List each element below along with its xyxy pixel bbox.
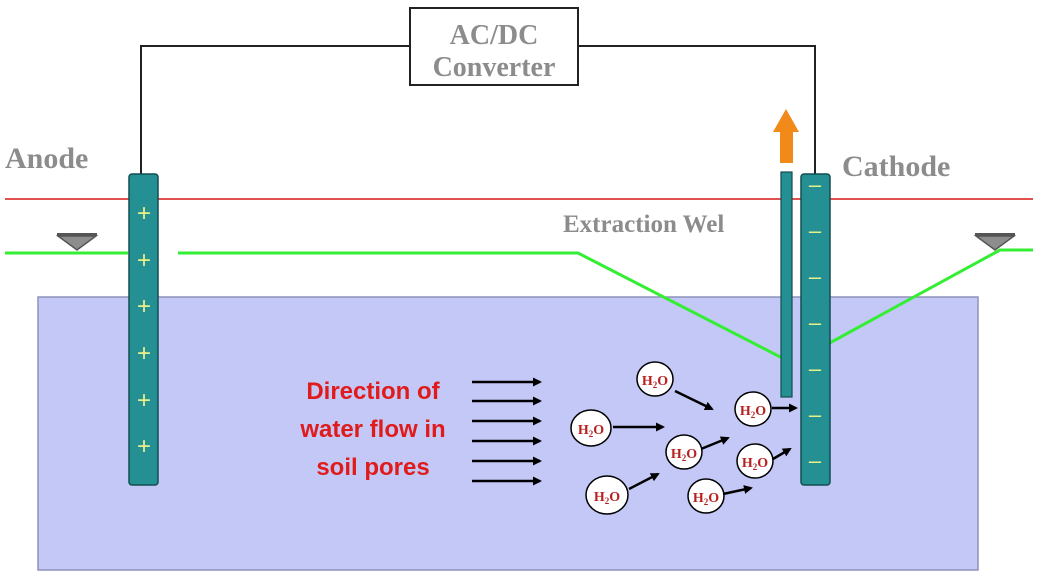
svg-text:H2O: H2O — [693, 491, 719, 507]
extraction-well — [780, 171, 793, 398]
cathode-label: Cathode — [842, 150, 950, 183]
svg-text:H2O: H2O — [740, 404, 766, 420]
water-molecule: H2O — [734, 391, 772, 427]
water-molecule: H2O — [570, 409, 612, 447]
circuit-wire — [578, 45, 816, 174]
anode-electrode — [128, 173, 159, 486]
cathode-electrode — [800, 173, 831, 486]
converter-label-line1: AC/DC — [450, 20, 539, 51]
svg-text:H2O: H2O — [578, 423, 604, 439]
molecule-arrow-icon — [700, 436, 730, 451]
flow-label-line2: water flow in — [299, 416, 445, 443]
cathode-minus-sign: – — [809, 310, 822, 335]
molecule-arrow-icon — [722, 485, 753, 496]
circuit-wire — [140, 45, 410, 174]
anode-plus-sign: + — [137, 340, 151, 367]
svg-text:H2O: H2O — [594, 490, 620, 506]
water-molecule: H2O — [665, 434, 703, 470]
ac-dc-converter-box — [409, 7, 579, 86]
cathode-minus-sign: – — [809, 402, 822, 427]
cathode-minus-sign: – — [809, 356, 822, 381]
cathode-minus-sign: – — [809, 172, 822, 197]
cathode-minus-sign: – — [809, 264, 822, 289]
svg-text:H2O: H2O — [742, 456, 768, 472]
svg-text:H2O: H2O — [671, 447, 697, 463]
flow-label-line1: Direction of — [306, 378, 440, 405]
water-table-marker-icon — [973, 233, 1017, 251]
anode-plus-sign: + — [137, 433, 151, 460]
converter-label-line2: Converter — [433, 52, 556, 83]
molecule-arrow-icon — [674, 389, 714, 411]
anode-plus-sign: + — [137, 247, 151, 274]
up-arrow-icon — [773, 109, 799, 163]
anode-plus-sign: + — [137, 293, 151, 320]
water-molecule: H2O — [636, 361, 674, 397]
anode-label: Anode — [5, 142, 88, 175]
water-molecule: H2O — [687, 478, 725, 514]
water-molecule: H2O — [585, 475, 629, 515]
water-table-drawdown — [178, 251, 791, 364]
extraction-well-label: Extraction Wel — [563, 211, 724, 238]
anode-plus-sign: + — [137, 200, 151, 227]
cathode-minus-sign: – — [809, 448, 822, 473]
cathode-minus-sign: – — [809, 218, 822, 243]
water-table-recovery — [825, 248, 1033, 347]
molecule-arrow-icon — [772, 447, 792, 461]
anode-plus-sign: + — [137, 387, 151, 414]
flow-label-line3: soil pores — [316, 454, 429, 481]
water-molecule: H2O — [736, 443, 774, 479]
water-table-marker-icon — [55, 233, 99, 251]
molecule-arrow-icon — [628, 472, 660, 491]
svg-text:H2O: H2O — [642, 374, 668, 390]
